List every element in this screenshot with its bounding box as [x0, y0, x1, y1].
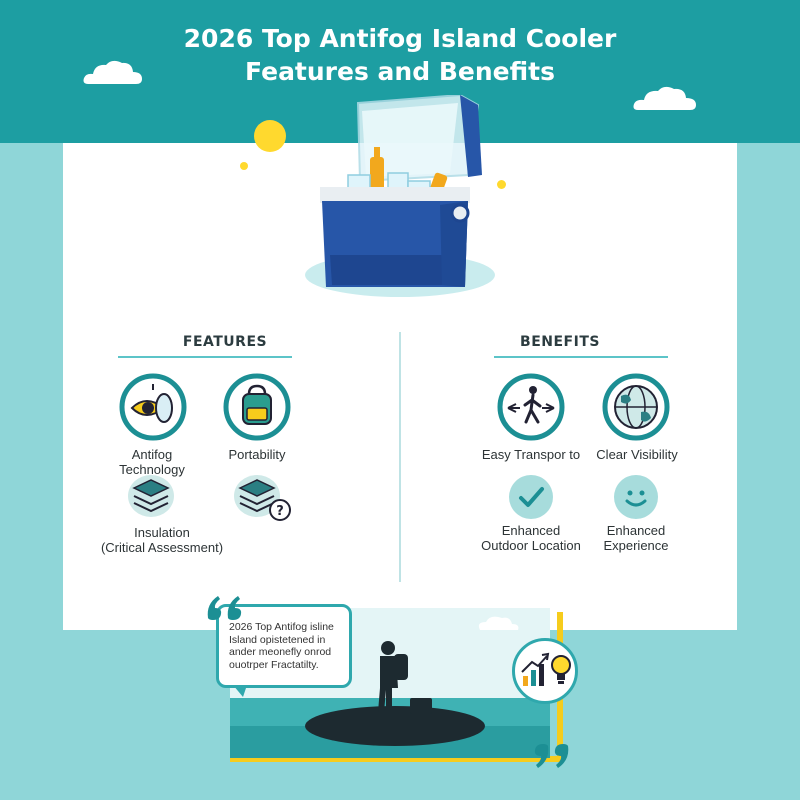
feature-antifog-label: Antifog Technology: [119, 447, 185, 477]
layers-question-icon: ?: [234, 475, 291, 521]
cooler-illustration: [305, 95, 495, 297]
testimonial-bubble: 2026 Top Antifog isline Island opisteten…: [216, 604, 352, 688]
title-line-1: 2026 Top Antifog Island Cooler: [183, 24, 617, 53]
column-divider: [399, 332, 401, 582]
checkmark-icon: [509, 475, 553, 519]
cloud-right-icon: [633, 86, 696, 110]
sun-dot-small-icon: [497, 180, 506, 189]
benefits-heading: BENEFITS: [520, 334, 600, 350]
svg-text:?: ?: [276, 504, 284, 519]
photo-frame-bottom: [230, 756, 560, 762]
feature-insulation-label: Insulation (Critical Assessment): [100, 525, 224, 555]
island-hiker-photo: [230, 608, 550, 758]
benefit-outdoor-label: Enhanced Outdoor Location: [481, 523, 581, 553]
layers-icon: [128, 475, 174, 517]
features-heading: FEATURES: [182, 334, 268, 350]
sun-dot-icon: [254, 120, 286, 152]
benefits-underline: [494, 356, 668, 358]
open-quote-icon: [207, 596, 242, 620]
testimonial-text: 2026 Top Antifog isline Island opisteten…: [229, 621, 334, 671]
sun-dot-small-icon: [240, 162, 248, 170]
backpack-icon: [223, 373, 291, 441]
cloud-left-icon: [83, 60, 142, 84]
benefit-visibility-label: Clear Visibility: [596, 447, 678, 462]
benefit-experience-label: Enhanced Experience: [603, 523, 669, 553]
feature-portability-label: Portability: [228, 447, 286, 462]
close-quote-icon: [534, 744, 569, 768]
page-title: 2026 Top Antifog Island Cooler Features …: [0, 22, 800, 88]
title-line-2: Features and Benefits: [245, 57, 555, 86]
features-underline: [118, 356, 292, 358]
hiker-icon: [497, 373, 565, 441]
benefit-transport-label: Easy Transpor to: [481, 447, 581, 462]
growth-chart-icon: [521, 652, 550, 686]
smiley-icon: [614, 475, 658, 519]
lightbulb-icon: [551, 655, 571, 684]
speech-bubble-tail: [233, 685, 247, 697]
eye-lens-icon: [119, 373, 187, 441]
globe-icon: [602, 373, 670, 441]
